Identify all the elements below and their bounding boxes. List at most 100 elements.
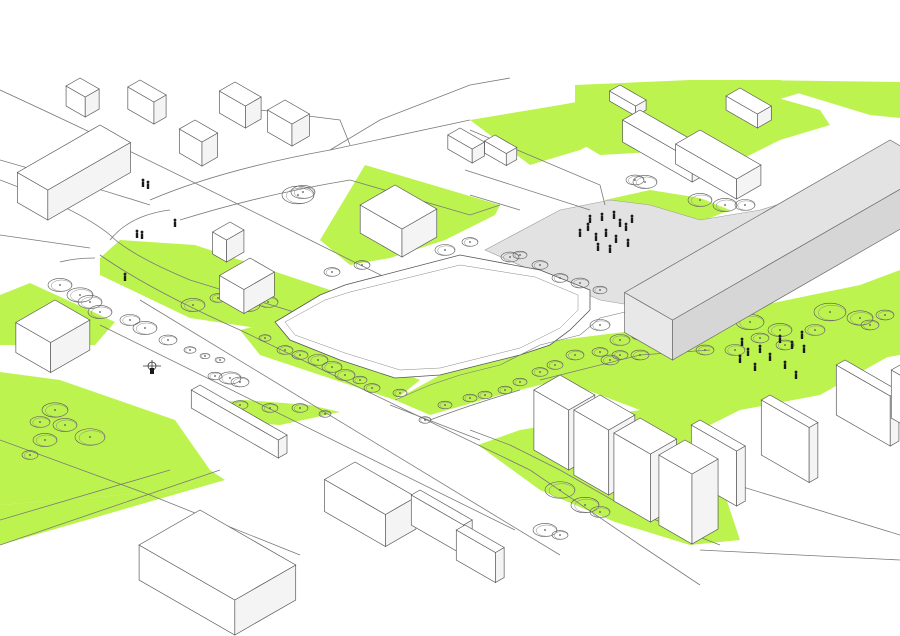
tree-canopy-ring <box>565 349 585 361</box>
tree-trunk-dot <box>869 324 871 326</box>
tree-trunk-dot <box>424 419 426 421</box>
tree-trunk-dot <box>504 389 506 391</box>
tree-canopy-ring-inner <box>45 404 68 418</box>
tree-canopy-ring <box>158 334 178 346</box>
tree-canopy-ring <box>500 251 520 263</box>
tree-canopy-icon <box>183 346 197 354</box>
tree-canopy-icon <box>207 371 223 381</box>
person-head <box>614 234 618 238</box>
person-head <box>800 330 804 334</box>
tree-canopy-icon <box>74 428 106 446</box>
person-body <box>594 235 598 241</box>
viewpoint-icon <box>143 360 161 374</box>
tree-trunk-dot <box>559 534 561 536</box>
person-body <box>146 183 150 189</box>
tree-canopy-icon <box>565 349 585 361</box>
tree-trunk-dot <box>317 359 319 361</box>
person-body <box>626 241 630 247</box>
road-network <box>0 77 900 586</box>
person-body <box>604 231 608 237</box>
tree-canopy-ring <box>291 350 309 360</box>
tree-trunk-dot <box>749 321 751 323</box>
person-icon <box>596 242 600 251</box>
road-segment-8 <box>59 257 96 263</box>
tree-canopy-ring-inner <box>739 315 764 330</box>
building-face-right <box>808 421 819 484</box>
tree-canopy-ring <box>434 244 456 256</box>
person-head <box>578 228 582 232</box>
tree-canopy-ring-inner <box>553 531 569 540</box>
tree-canopy-icon <box>734 199 756 211</box>
person-icon <box>141 178 145 187</box>
tree-trunk-dot <box>579 282 581 284</box>
tree-canopy-icon <box>158 334 178 346</box>
tree-trunk-dot <box>324 413 326 415</box>
tree-canopy-ring <box>875 309 895 321</box>
tree-trunk-dot <box>54 409 56 411</box>
person-icon <box>146 180 150 189</box>
road-segment-10 <box>149 119 471 201</box>
person-body <box>758 347 762 353</box>
tree-canopy-icon <box>261 403 279 413</box>
person-icon <box>173 218 177 227</box>
tree-canopy-ring-inner <box>778 340 794 350</box>
tree-trunk-dot <box>264 337 266 339</box>
tree-canopy-ring-inner <box>209 372 223 380</box>
tree-canopy-icon <box>41 402 69 418</box>
building-block <box>138 509 297 636</box>
building-roof <box>760 394 819 428</box>
tree-canopy-icon <box>52 418 78 432</box>
tree-canopy-icon <box>591 347 609 357</box>
tree-canopy-icon <box>531 367 549 377</box>
tree-canopy-icon <box>180 298 206 312</box>
road-segment-25 <box>0 439 301 556</box>
tree-trunk-dot <box>599 351 601 353</box>
person-icon <box>783 360 787 369</box>
building-roof <box>218 257 276 290</box>
person-head <box>790 340 794 344</box>
tree-trunk-dot <box>704 349 706 351</box>
tree-trunk-dot <box>89 301 91 303</box>
tree-canopy-icon <box>258 334 272 342</box>
tree-canopy-ring-inner <box>50 279 72 292</box>
person-icon <box>626 238 630 247</box>
tree-canopy-ring <box>180 298 206 312</box>
green-area-13 <box>755 80 900 118</box>
tree-canopy-ring-inner <box>233 377 249 387</box>
person-body <box>173 221 177 227</box>
tree-canopy-ring-inner <box>514 251 528 259</box>
building-roof <box>138 509 297 601</box>
tree-canopy-ring-inner <box>55 419 77 432</box>
tree-canopy-icon <box>546 360 564 370</box>
tree-canopy-ring <box>625 174 645 186</box>
tree-canopy-ring-inner <box>863 320 879 330</box>
tree-trunk-dot <box>44 439 46 441</box>
tree-trunk-dot <box>784 344 786 346</box>
person-body <box>800 333 804 339</box>
tree-trunk-dot <box>64 424 66 426</box>
person-head <box>738 354 742 358</box>
tree-canopy-ring-inner <box>753 333 769 343</box>
tree-trunk-dot <box>371 387 373 389</box>
tree-canopy-icon <box>695 344 715 356</box>
tree-canopy-icon <box>418 416 432 424</box>
tree-canopy-ring <box>570 496 600 513</box>
tree-canopy-ring <box>323 267 341 277</box>
person-body <box>608 247 612 253</box>
tree-canopy-ring-inner <box>592 320 610 331</box>
building-block <box>323 461 417 548</box>
person-head <box>758 344 762 348</box>
building-block <box>266 99 311 147</box>
person-icon <box>614 234 618 243</box>
tree-canopy-ring-inner <box>439 401 453 409</box>
building-roof <box>218 81 262 107</box>
tree-trunk-dot <box>759 337 761 339</box>
tree-canopy-ring-inner <box>420 417 432 424</box>
person-head <box>146 180 150 184</box>
person-head <box>794 370 798 374</box>
tree-trunk-dot <box>167 339 169 341</box>
tree-trunk-dot <box>724 204 726 206</box>
tree-canopy-ring <box>307 354 329 366</box>
person-body <box>790 343 794 349</box>
